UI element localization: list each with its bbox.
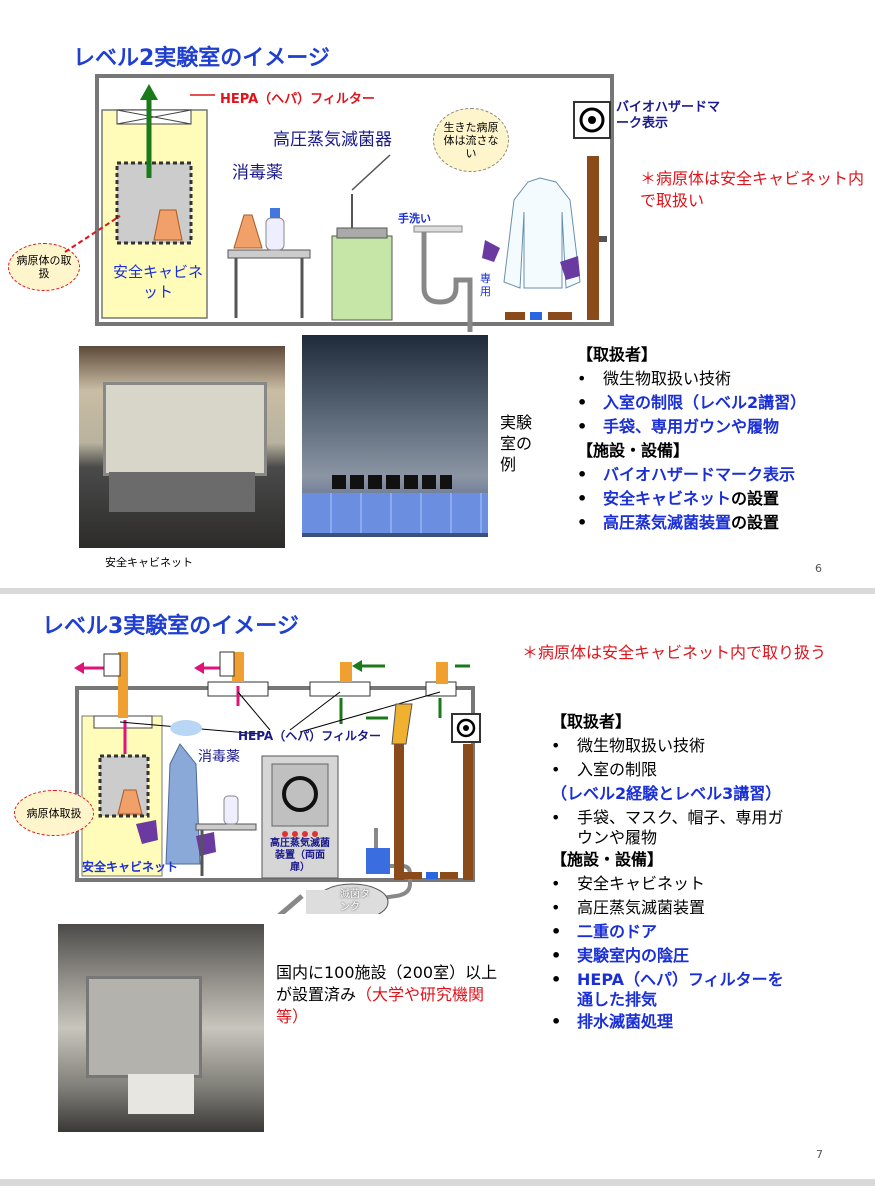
slide-6: レベル2実験室のイメージ [0, 0, 875, 588]
slide-title: レベル3実験室のイメージ [42, 614, 299, 639]
disinfectant-label: 消毒薬 [232, 163, 283, 183]
gown-shape [165, 743, 201, 865]
facility-count-institutions: （大学や研究機関等） [276, 985, 485, 1026]
level3-lab-photo [58, 924, 264, 1132]
inner-door [394, 720, 404, 880]
lab-coat-shape [503, 177, 581, 289]
lab-example-photo [302, 335, 488, 537]
handlers-item: •入室の制限 [551, 760, 658, 779]
lab-example-label: 実験室の例 [500, 413, 533, 474]
facilities-heading: 【施設・設備】 [577, 441, 690, 460]
facilities-heading: 【施設・設備】 [551, 850, 664, 869]
autoclave-label: 高圧蒸気滅菌器 [273, 130, 392, 150]
handlers-heading: 【取扱者】 [551, 712, 632, 731]
slide-8-peek [0, 1186, 875, 1200]
facility-count-text: 国内に100施設（200室）以上が設置済み [276, 963, 498, 1004]
facilities-item: •二重のドア [551, 922, 658, 941]
dedicated-label: 専用 [480, 272, 491, 298]
facilities-item: •実験室内の陰圧 [551, 946, 690, 965]
facilities-item: •バイオハザードマーク表示 [577, 465, 796, 484]
tank-label: 滅菌タンク [340, 889, 370, 913]
sink-pipe [421, 232, 473, 332]
outer-door [463, 744, 473, 880]
page-number: 7 [816, 1148, 823, 1161]
handlers-section: 【取扱者】 •微生物取扱い技術 •入室の制限 （レベル2経験とレベル3講習） •… [551, 710, 789, 1034]
autoclave-label: 高圧蒸気滅菌装置（両面扉） [270, 838, 330, 873]
facilities-item: •排水滅菌処理 [551, 1012, 674, 1031]
handlers-item: •手袋、マスク、帽子、専用ガウンや履物 [551, 808, 784, 847]
handlers-item: •入室の制限（レベル2講習） [577, 393, 807, 412]
photo-caption: 安全キャビネット [105, 556, 193, 569]
cabinet-label: 安全キャビネット [82, 860, 179, 874]
slide-7: レベル3実験室のイメージ ＊病原体は安全キャビネット内で取り扱う [0, 594, 875, 1179]
facilities-item: •高圧蒸気滅菌装置の設置 [577, 513, 780, 532]
handwash-label: 手洗い [398, 212, 431, 225]
handlers-note: （レベル2経験とレベル3講習） [551, 784, 782, 803]
facility-count: 国内に100施設（200室）以上が設置済み（大学や研究機関等） [276, 962, 502, 1028]
handlers-section: 【取扱者】 •微生物取扱い技術 •入室の制限（レベル2講習） •手袋、専用ガウン… [577, 343, 806, 535]
handlers-item: •微生物取扱い技術 [577, 369, 732, 388]
room-outline [95, 74, 614, 326]
alive-pathogen-cloud: 生きた病原体は流さない [433, 108, 509, 172]
slide-title: レベル2実験室のイメージ [73, 46, 330, 71]
door [587, 156, 599, 320]
biohazard-label: バイオハザードマーク表示 [616, 100, 721, 131]
cabinet-label: 安全キャビネット [112, 263, 203, 301]
hepa-label: HEPA（ヘパ）フィルター [220, 92, 375, 107]
page-number: 6 [815, 562, 822, 575]
autoclave-shape [331, 235, 393, 321]
facilities-item: •HEPA（ヘパ）フィルターを通した排気 [551, 970, 784, 1009]
facilities-item: •安全キャビネット [551, 874, 706, 893]
hepa-label: HEPA（ヘパ）フィルター [238, 729, 381, 743]
handlers-item: •微生物取扱い技術 [551, 736, 706, 755]
handlers-heading: 【取扱者】 [577, 345, 658, 364]
facilities-item: •高圧蒸気滅菌装置 [551, 898, 706, 917]
handlers-item: •手袋、専用ガウンや履物 [577, 417, 780, 436]
note: ＊病原体は安全キャビネット内で取扱い [640, 169, 865, 210]
disinfectant-label: 消毒薬 [198, 749, 240, 765]
lab-table [227, 249, 311, 259]
pathogen-cloud: 病原体取扱 [14, 790, 94, 836]
facilities-item: •安全キャビネットの設置 [577, 489, 780, 508]
level2-lab-diagram [95, 74, 614, 332]
level3-lab-diagram [74, 651, 481, 914]
note: ＊病原体は安全キャビネット内で取り扱う [522, 643, 827, 662]
safety-cabinet-photo [79, 346, 285, 548]
